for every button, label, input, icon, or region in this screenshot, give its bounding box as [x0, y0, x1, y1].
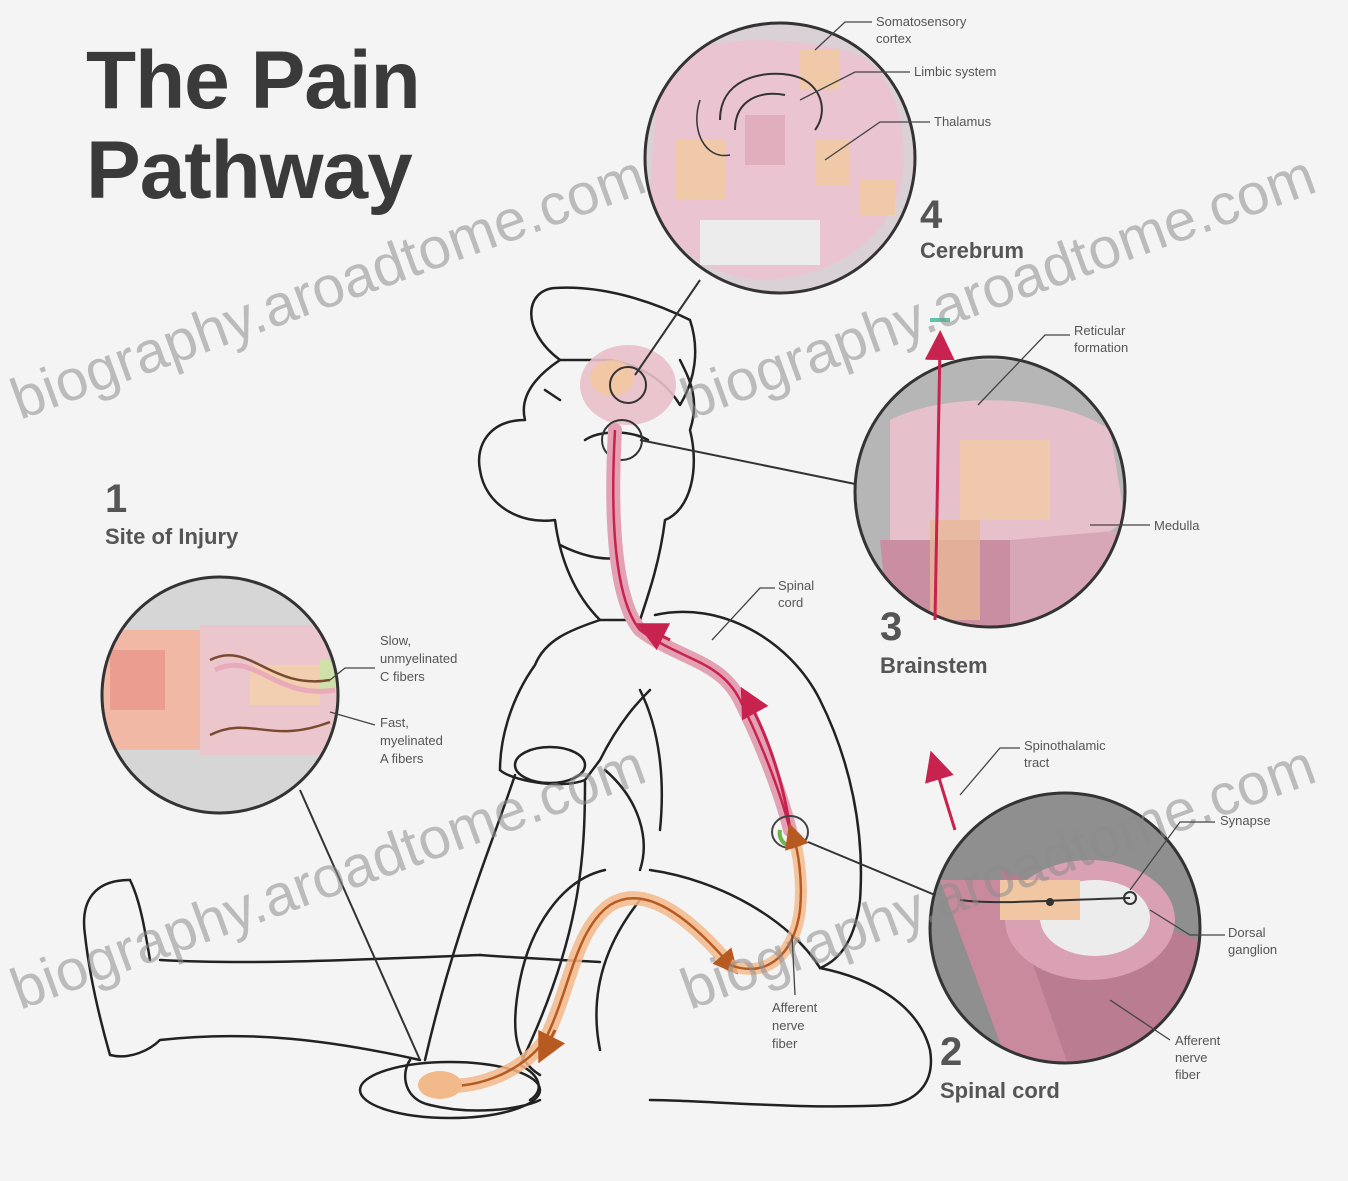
step-4-number: 4: [920, 193, 943, 237]
lens-cerebrum: [645, 23, 915, 295]
callout-spinal-spinothalamic: Spinothalamic: [1024, 738, 1106, 753]
callout-body-afferent: Afferent: [772, 1000, 818, 1015]
callout-body-nerve: nerve: [772, 1018, 805, 1033]
callout-body-fiber: fiber: [772, 1036, 798, 1051]
callout-spinal-ganglion: ganglion: [1228, 942, 1277, 957]
callout-injury-fast: Fast,: [380, 715, 409, 730]
step-1-label: Site of Injury: [105, 524, 239, 549]
callout-brainstem-formation: formation: [1074, 340, 1128, 355]
callout-injury-a-fibers: A fibers: [380, 751, 424, 766]
callout-brainstem-medulla: Medulla: [1154, 518, 1200, 533]
callout-injury-myelinated: myelinated: [380, 733, 443, 748]
step-3-label: Brainstem: [880, 653, 988, 678]
callouts-injury: Slow, unmyelinated C fibers Fast, myelin…: [330, 633, 457, 766]
callout-cerebrum-limbic: Limbic system: [914, 64, 996, 79]
callout-cerebrum-cortex: cortex: [876, 31, 912, 46]
callout-injury-unmyelinated: unmyelinated: [380, 651, 457, 666]
title-line-2: Pathway: [86, 125, 413, 216]
callout-injury-slow: Slow,: [380, 633, 411, 648]
callout-spinal-tract: tract: [1024, 755, 1050, 770]
callout-spinal-dorsal: Dorsal: [1228, 925, 1266, 940]
step-2-number: 2: [940, 1030, 962, 1074]
callout-spinal-afferent: Afferent: [1175, 1033, 1221, 1048]
lens-site-of-injury: [100, 577, 360, 813]
callout-spinal-fiber: fiber: [1175, 1067, 1201, 1082]
callout-injury-c-fibers: C fibers: [380, 669, 425, 684]
step-3-number: 3: [880, 605, 902, 649]
callout-spinal-synapse: Synapse: [1220, 813, 1271, 828]
callout-spinal-nerve: nerve: [1175, 1050, 1208, 1065]
step-1-number: 1: [105, 477, 127, 521]
callout-brainstem-reticular: Reticular: [1074, 323, 1126, 338]
title-line-1: The Pain: [86, 35, 420, 126]
callout-cerebrum-somatosensory: Somatosensory: [876, 14, 967, 29]
callout-body-spinal: Spinal: [778, 578, 814, 593]
callout-body-cord: cord: [778, 595, 803, 610]
callout-cerebrum-thalamus: Thalamus: [934, 114, 992, 129]
step-4-label: Cerebrum: [920, 238, 1024, 263]
lens-brainstem: [855, 320, 1125, 640]
step-2-label: Spinal cord: [940, 1078, 1060, 1103]
